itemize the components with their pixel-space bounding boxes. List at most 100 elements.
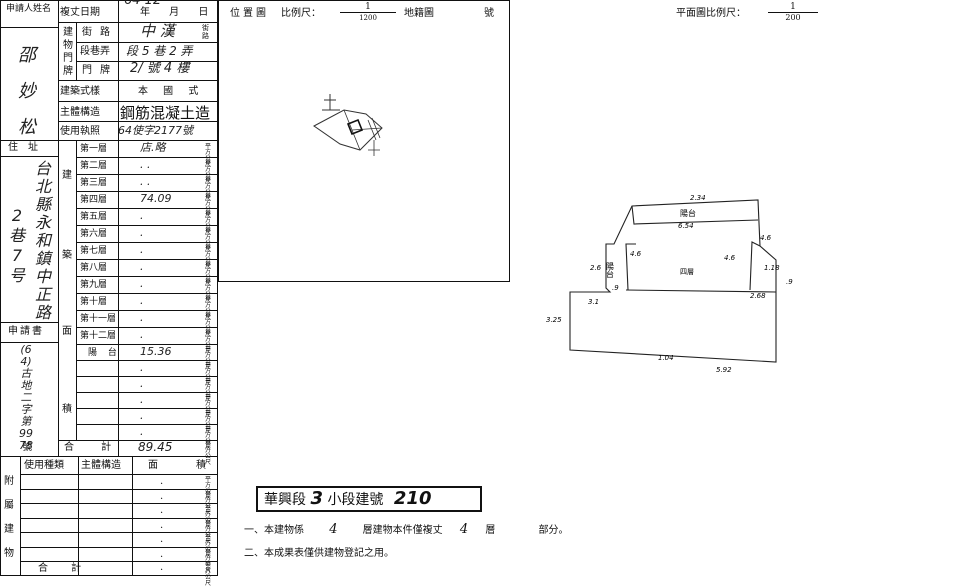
rule-address-top: [0, 140, 58, 141]
annex-row-rule: [20, 503, 218, 504]
location-map-scale-num: 1: [340, 2, 396, 13]
location-map-frame: [218, 0, 510, 282]
floors-vertical-3: 面: [62, 326, 72, 337]
annex-row-unit: 平方公尺: [204, 548, 211, 574]
floor-plan: 2.34 陽台 6.54 4.6 陽台 2.6 .9 4.6 4.6 四層 1.…: [546, 194, 793, 374]
floor-row-value: .: [140, 294, 144, 307]
floor-row-label: 第三層: [80, 178, 108, 188]
location-map-scale-label: 比例尺：: [281, 8, 321, 19]
floor-row-unit: 平方公尺: [204, 313, 211, 338]
plan-dim-right-c: .9: [786, 278, 793, 286]
col-sep-applicant: [58, 0, 59, 456]
annex-row-unit: 平方公尺: [204, 490, 211, 516]
location-sketch: [313, 94, 383, 156]
stamp-mid: 小段建號: [327, 492, 384, 508]
floor-row-rule: [76, 259, 218, 260]
street-value: 中 漢: [140, 22, 175, 40]
floor-row-value: .: [140, 277, 144, 290]
annex-sep-structure: [132, 456, 133, 576]
extra-row-unit: 平方公尺: [204, 362, 211, 387]
extra-row-unit: 平方公尺: [204, 378, 211, 403]
address-header: 住址: [8, 142, 48, 153]
rule-application-top: [0, 322, 58, 323]
floor-row-rule: [76, 157, 218, 158]
annex-row-unit: 平方公尺: [204, 505, 211, 530]
plan-dim-right-b: 1.18: [764, 264, 780, 272]
plan-dim-left-a: 4.6: [630, 250, 642, 258]
extra-row-rule: [76, 408, 218, 409]
survey-date-label: 複丈日期: [60, 7, 100, 18]
rule-style: [58, 101, 218, 102]
floor-row-unit: 平方公尺: [204, 211, 211, 236]
annex-row-rule: [20, 517, 218, 519]
note-line-2: 二、本成果表僅供建物登記之用。: [244, 548, 394, 559]
floor-row-unit: 平方公尺: [204, 228, 211, 253]
floor-row-unit: 平方公尺: [204, 330, 211, 355]
extra-row-value: .: [140, 425, 144, 438]
floor-row-unit: 平方公尺: [204, 160, 211, 185]
rule-date: [58, 22, 218, 23]
door-label: 門牌: [82, 65, 118, 76]
annex-total-label: 合 計: [38, 563, 92, 574]
floor-row-value: . .: [140, 158, 151, 171]
annex-row-rule: [20, 561, 218, 562]
floor-row-value: .: [140, 260, 144, 273]
rule-address-head: [0, 156, 58, 157]
note-1-a: 一、本建物係: [244, 525, 304, 536]
stamp-number: 3: [310, 488, 323, 509]
annex-row-value: .: [160, 505, 164, 516]
annex-row-rule: [20, 488, 218, 490]
building-number-stamp: 華興段 3 小段建號 210: [256, 486, 482, 512]
floors-vertical-area: 積: [62, 404, 72, 415]
plan-scale-label: 平面圖比例尺：: [676, 8, 746, 19]
location-map-scale: 1 1200: [340, 2, 396, 23]
floor-row-label: 第七層: [80, 246, 108, 256]
col-sep-floor-label: [118, 0, 119, 456]
annex-row-unit: 平方公尺: [204, 476, 211, 501]
rule-street: [76, 42, 218, 43]
col-sep-vertical-labels: [76, 140, 77, 440]
building-location-label: 建物門牌: [63, 27, 73, 77]
application-header: 申請書: [8, 326, 44, 337]
annex-row-value: .: [160, 476, 164, 487]
plan-dim-step: 3.1: [588, 298, 599, 306]
extra-row-value: .: [140, 361, 144, 374]
extra-row-unit: 平方公尺: [204, 426, 211, 451]
plan-dim-left-outer: 3.25: [546, 316, 562, 324]
stamp-prefix: 華興段: [264, 492, 306, 508]
plan-scale-num: 1: [768, 2, 818, 13]
license-label: 使用執照: [60, 126, 100, 137]
floor-row-label: 第二層: [80, 161, 108, 171]
plan-dim-bottom-a: 1.04: [658, 354, 674, 362]
col-sep-location: [76, 22, 77, 80]
floor-row-rule: [76, 344, 218, 345]
door-value: 2/ 號 4 樓: [130, 61, 190, 76]
plan-dim-bottom-b: 5.92: [716, 366, 732, 374]
extra-row-unit: 平方公尺: [204, 410, 211, 435]
floor-row-value: .: [140, 243, 144, 256]
extra-row-value: 15.36: [140, 345, 172, 358]
annex-row-rule: [20, 546, 218, 548]
plan-dim-left-b: 2.6: [590, 264, 602, 272]
floor-row-value: .: [140, 328, 144, 341]
annex-row-unit: 平方公尺: [204, 519, 211, 545]
note-line-1: 一、本建物係 4 層建物本件僅複丈 4 層 部分。: [244, 523, 569, 537]
applicant-header: 申請人姓名: [6, 4, 52, 14]
rule-total-top: [58, 440, 218, 441]
floor-row-unit: 平方公尺: [204, 262, 211, 287]
extra-row-rule: [76, 392, 218, 393]
annex-sep-side: [20, 456, 21, 576]
plan-room-main: 四層: [680, 268, 694, 276]
address-value: 台北縣永和鎮中正路: [34, 159, 51, 322]
floor-row-label: 第八層: [80, 263, 108, 273]
note-1-c: 層: [485, 525, 496, 536]
annex-header-usage: 使用種類: [24, 460, 64, 471]
survey-date-value: 年 月 日: [140, 7, 217, 18]
floor-row-value: .: [140, 311, 144, 324]
plan-outline: [569, 199, 777, 363]
floor-row-label: 第六層: [80, 229, 108, 239]
floor-row-unit: 平方公尺: [204, 143, 211, 168]
rule-structure: [58, 121, 218, 122]
annex-row-value: .: [160, 519, 164, 531]
style-label: 建築式樣: [60, 86, 100, 97]
